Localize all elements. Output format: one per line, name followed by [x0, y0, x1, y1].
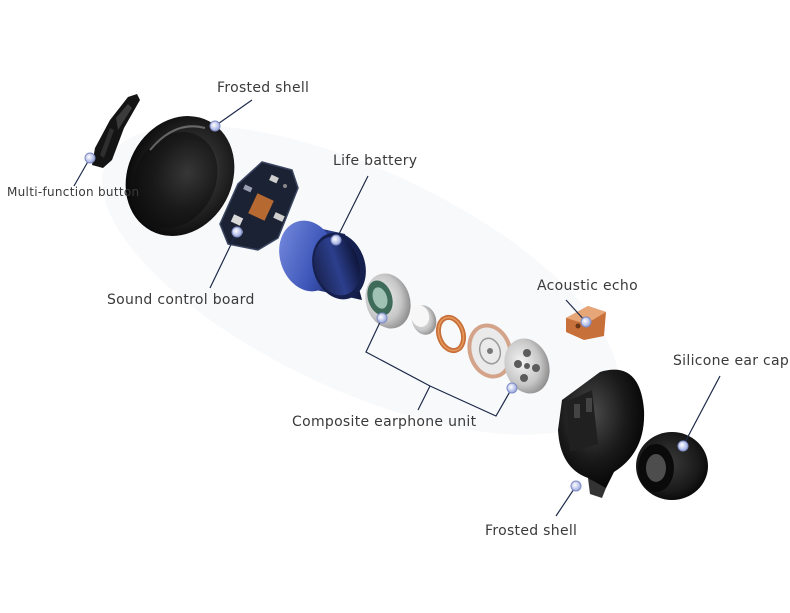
marker-sound-control-board — [232, 227, 242, 237]
label-life-battery: Life battery — [333, 153, 417, 169]
leader-frosted-shell-top — [215, 100, 252, 126]
marker-acoustic-echo — [581, 317, 591, 327]
marker-silicone-ear-cap — [678, 441, 688, 451]
label-sound-control-board: Sound control board — [107, 292, 255, 308]
marker-frosted-shell-top — [210, 121, 220, 131]
label-frosted-shell-bottom: Frosted shell — [485, 523, 577, 539]
marker-composite-unit-right — [507, 383, 517, 393]
label-frosted-shell-top: Frosted shell — [217, 80, 309, 96]
label-acoustic-echo: Acoustic echo — [537, 278, 638, 294]
label-multi-function-button: Multi-function button — [7, 185, 139, 199]
label-composite-earphone-unit: Composite earphone unit — [292, 414, 476, 430]
silicone-ear-cap-part — [636, 432, 708, 500]
leader-silicone-ear-cap — [683, 376, 720, 446]
marker-frosted-shell-bottom — [571, 481, 581, 491]
label-silicone-ear-cap: Silicone ear cap — [673, 353, 789, 369]
marker-life-battery — [331, 235, 341, 245]
marker-composite-unit-left — [377, 313, 387, 323]
marker-multi-function-button — [85, 153, 95, 163]
